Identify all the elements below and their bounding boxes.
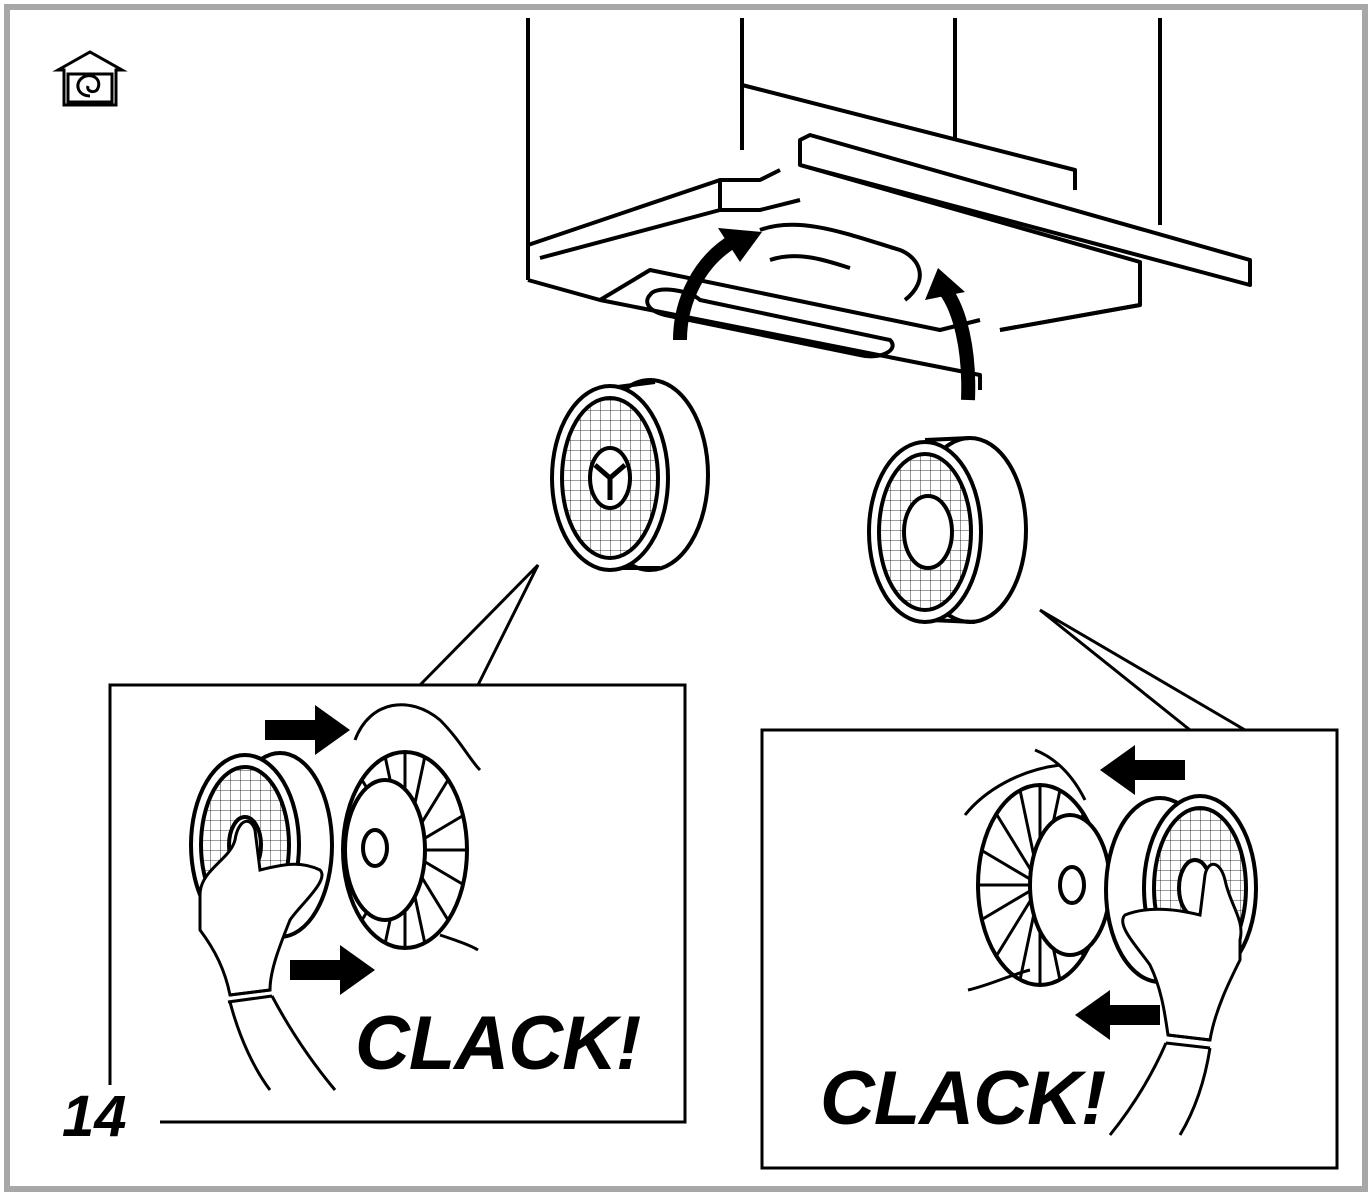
insert-arrow-left	[673, 228, 762, 341]
callout-lines	[418, 563, 1246, 732]
right-inset-illustration	[963, 748, 1258, 1136]
left-inset-box	[108, 683, 687, 1124]
carbon-filter-left	[550, 378, 710, 572]
push-arrow-left-top	[265, 705, 350, 755]
cooker-hood	[526, 18, 1252, 390]
house-with-spiral-icon	[52, 50, 128, 107]
push-arrow-right-top	[1100, 745, 1185, 795]
step-number: 14	[62, 1084, 127, 1149]
carbon-filter-right	[867, 436, 1028, 624]
clack-label-left: CLACK!	[355, 1001, 641, 1086]
page-frame	[4, 4, 1368, 1192]
insert-arrow-right	[925, 268, 976, 401]
push-arrow-right-bottom	[1075, 990, 1160, 1040]
push-arrow-left-bottom	[290, 945, 375, 995]
right-inset-box	[760, 728, 1339, 1170]
clack-label-right: CLACK!	[820, 1056, 1106, 1141]
left-inset-illustration	[189, 703, 482, 1091]
